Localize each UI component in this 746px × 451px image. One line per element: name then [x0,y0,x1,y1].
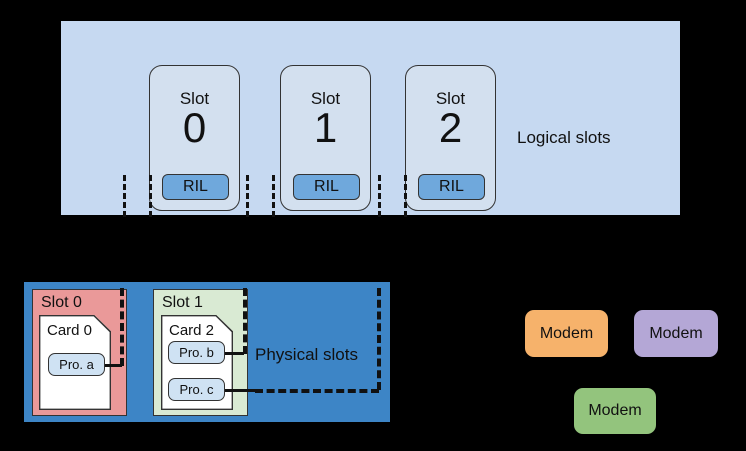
logical-slot-2[interactable]: Slot 2 RIL [405,65,496,211]
logical-slot-2-word: Slot [435,89,466,108]
physical-bottom-dashed-rail [255,389,379,393]
logical-slot-0[interactable]: Slot 0 RIL [149,65,240,211]
logical-slot-2-number: 2 [438,104,463,151]
profile-pro-a-connector [105,364,122,367]
physical-slot-1-dashed-rail [243,288,247,354]
profile-pro-b-connector [225,352,244,355]
physical-slots-label: Physical slots [255,345,358,364]
profile-pro-c-connector [225,389,255,392]
sim-card-2-title: Card 2 [169,322,215,339]
logical-slots-label: Logical slots [517,128,611,147]
logical-slot-1-number: 1 [313,104,338,151]
physical-slot-0-title: Slot 0 [41,294,82,311]
profile-pro-b[interactable]: Pro. b [168,341,225,364]
profile-pro-c[interactable]: Pro. c [168,378,225,401]
ril-box-slot-1[interactable]: RIL [293,174,360,200]
modem-box-3[interactable]: Modem [574,388,656,434]
logical-slot-0-word: Slot [179,89,210,108]
ril-box-slot-0[interactable]: RIL [162,174,229,200]
sim-card-0-title: Card 0 [47,322,93,339]
connector-slot-1-left [246,175,249,217]
logical-slot-1-word: Slot [310,89,341,108]
ril-box-slot-2[interactable]: RIL [418,174,485,200]
physical-right-dashed-rail [377,288,381,390]
connector-slot-1-right [272,175,275,217]
logical-slot-1[interactable]: Slot 1 RIL [280,65,371,211]
profile-pro-a[interactable]: Pro. a [48,353,105,376]
connector-slot-0-right [149,175,152,217]
connector-slot-0-left [123,175,126,217]
connector-slot-2-right [404,175,407,217]
physical-slot-1-title: Slot 1 [162,294,203,311]
logical-slot-0-number: 0 [182,104,207,151]
modem-box-2[interactable]: Modem [634,310,718,357]
logical-slots-panel: Logical slots Slot 0 RIL Slot 1 RIL Slot… [61,21,680,215]
physical-slot-0-dashed-rail [120,288,124,366]
modem-box-1[interactable]: Modem [525,310,608,357]
connector-slot-2-left [378,175,381,217]
